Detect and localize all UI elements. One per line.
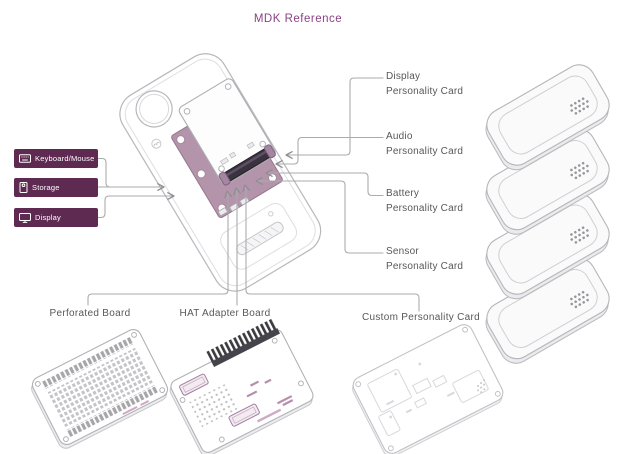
- card-name: Display: [386, 71, 421, 82]
- page-title: MDK Reference: [253, 13, 343, 25]
- edge-ports: [218, 196, 250, 216]
- card-type: Personality Card: [386, 85, 464, 97]
- label-custom-personality-card: Custom Personality Card: [361, 312, 481, 323]
- leader-keyboard-mouse: [97, 157, 111, 188]
- mod-connector: [218, 144, 276, 186]
- leader-battery-card: [265, 169, 384, 197]
- label-audio-personality-card: Audio Personality Card: [386, 130, 463, 159]
- leader-sensor-card: [255, 177, 384, 254]
- label-hat-adapter-board: HAT Adapter Board: [179, 308, 271, 319]
- leader-perforated-board: [87, 190, 233, 306]
- pin-header: [206, 318, 278, 363]
- badge-label: Storage: [32, 183, 60, 192]
- card-type: Personality Card: [386, 260, 464, 272]
- label-display-personality-card: Display Personality Card: [386, 70, 463, 99]
- label-perforated-board: Perforated Board: [49, 308, 131, 319]
- card-type: Personality Card: [386, 202, 464, 214]
- leader-custom-card: [242, 184, 420, 312]
- leader-lines: [87, 77, 420, 312]
- badge-storage: Storage: [14, 178, 98, 197]
- leader-audio-card: [275, 136, 384, 168]
- carrier-board: [178, 78, 276, 186]
- perforated-board-illustration: [31, 329, 169, 449]
- camera-ring: [135, 90, 173, 128]
- card-name: Audio: [386, 131, 413, 142]
- badge-label: Display: [35, 213, 61, 222]
- badge-display: Display: [14, 208, 98, 227]
- leader-display-badge: [97, 192, 175, 219]
- phone-illustration: [119, 53, 322, 292]
- storage-icon: [19, 182, 28, 193]
- card-type: Personality Card: [386, 145, 464, 157]
- card-name: Sensor: [386, 246, 419, 257]
- custom-personality-card-illustration: [352, 324, 504, 454]
- hat-adapter-board-illustration: [169, 318, 314, 454]
- moto-logo: [151, 138, 162, 149]
- label-sensor-personality-card: Sensor Personality Card: [386, 245, 463, 274]
- badge-label: Keyboard/Mouse: [35, 154, 95, 163]
- leader-display-card: [285, 77, 384, 159]
- display-icon: [19, 212, 31, 223]
- keyboard-icon: [19, 154, 31, 163]
- badge-keyboard-mouse: Keyboard/Mouse: [14, 149, 98, 168]
- leader-hat-board: [233, 187, 242, 306]
- board-connector: [179, 373, 260, 427]
- card-name: Battery: [386, 188, 420, 199]
- label-battery-personality-card: Battery Personality Card: [386, 187, 463, 216]
